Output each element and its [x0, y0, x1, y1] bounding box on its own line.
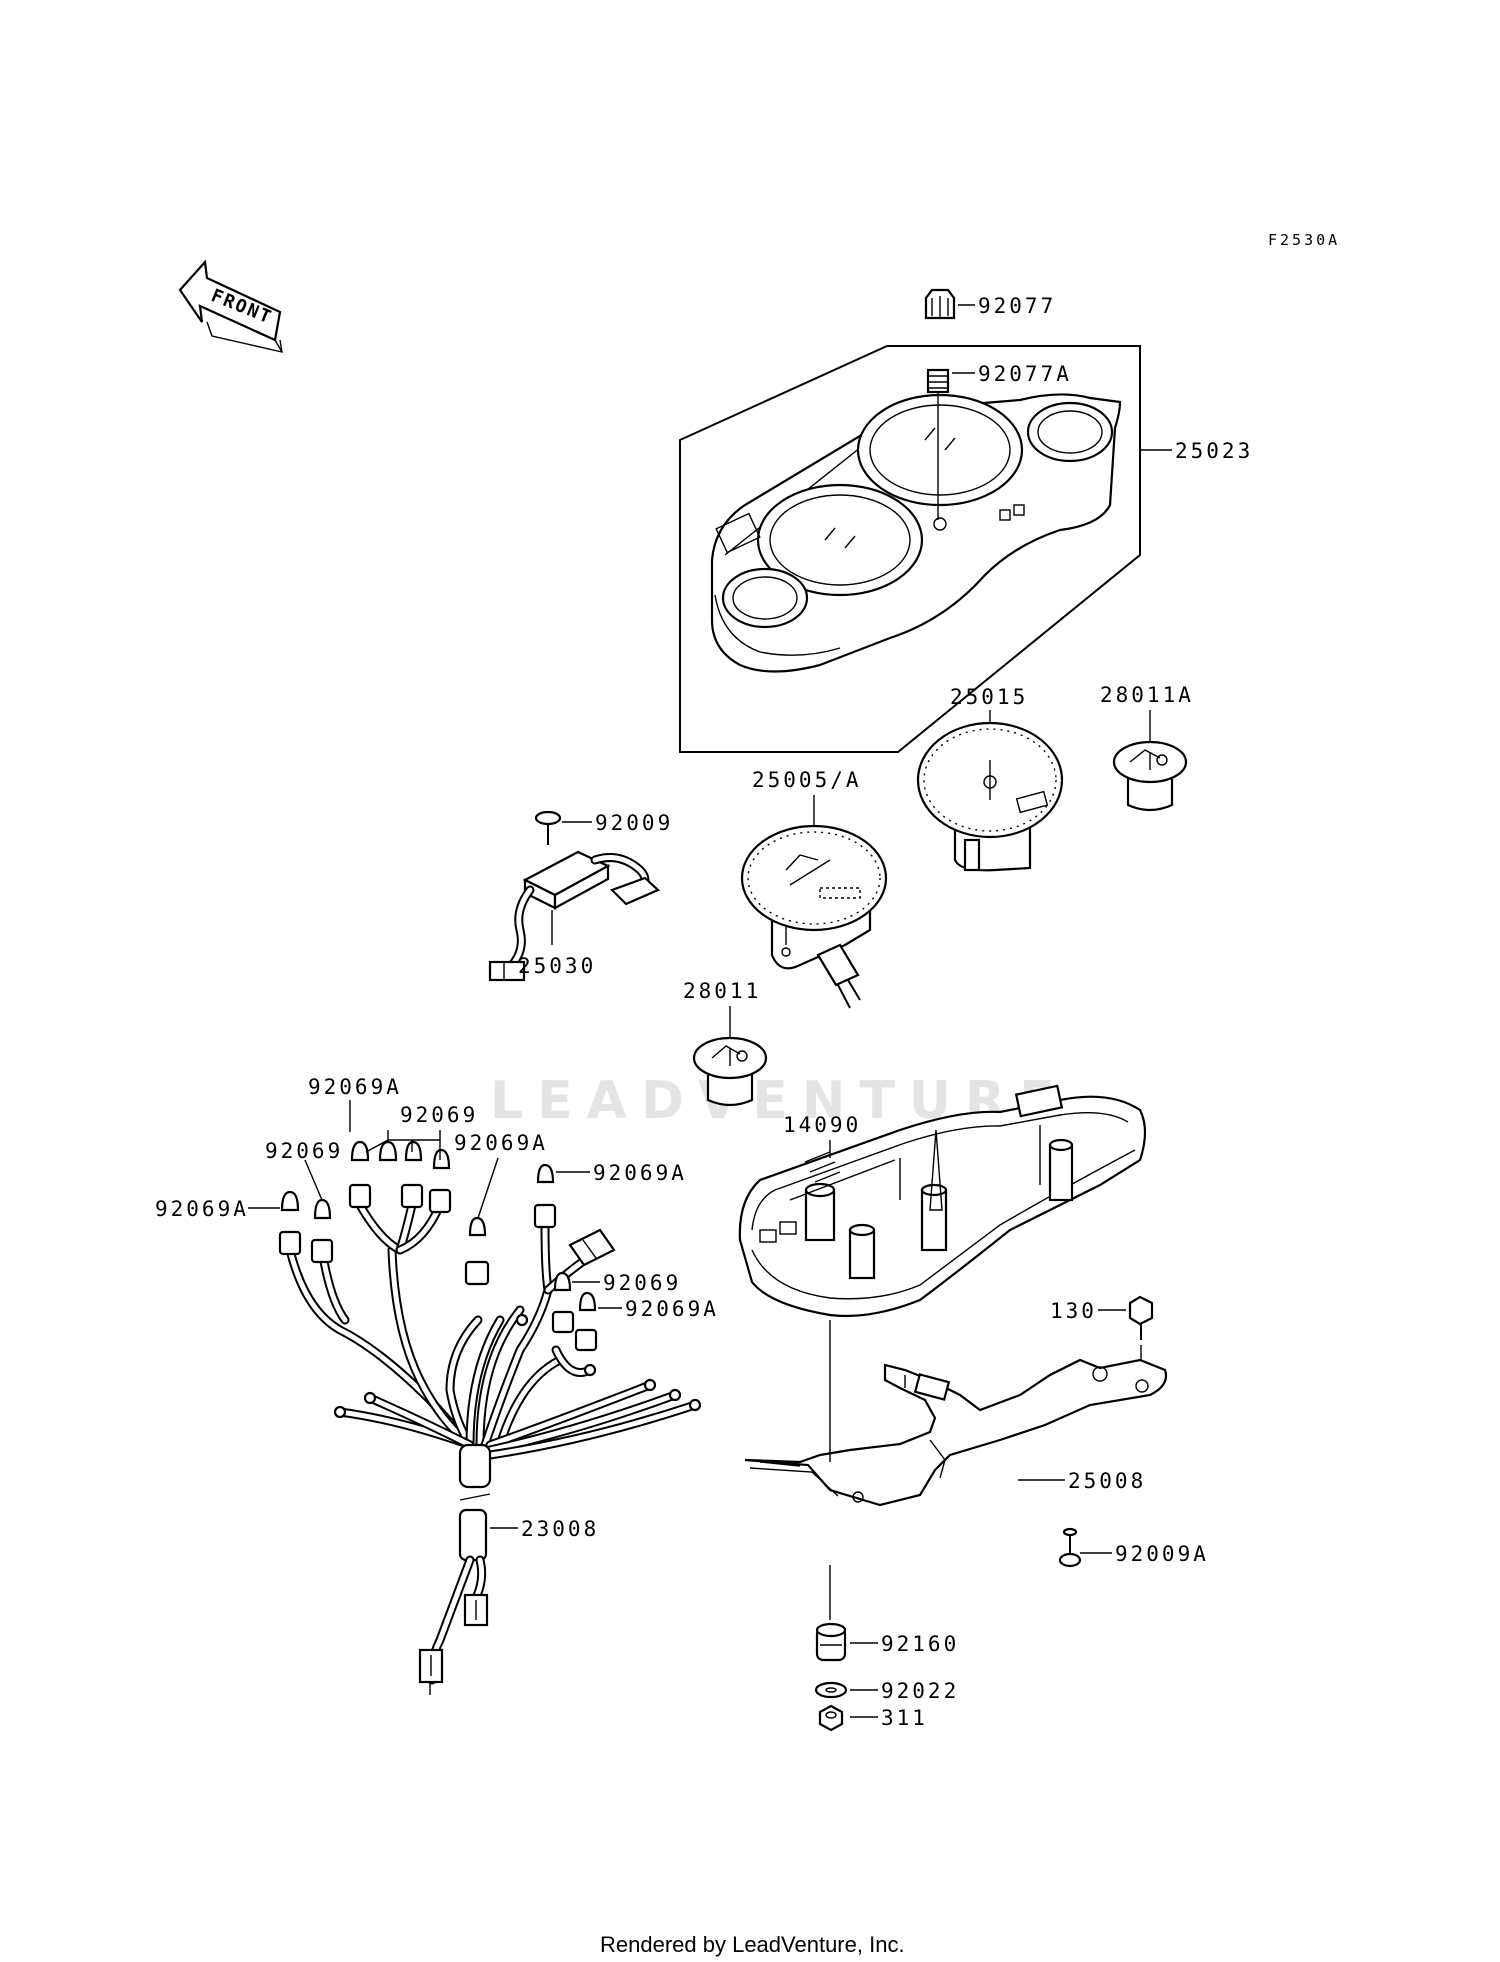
- label-28011: 28011: [683, 979, 761, 1003]
- label-92069A-2: 92069A: [454, 1131, 548, 1155]
- label-130: 130: [1050, 1299, 1097, 1323]
- wire-harness-23008: [278, 1140, 702, 1695]
- label-25023: 25023: [1175, 439, 1253, 463]
- label-28011A: 28011A: [1100, 683, 1194, 707]
- label-25005A: 25005/A: [752, 768, 862, 792]
- label-25015: 25015: [950, 685, 1028, 709]
- label-92069-2: 92069: [265, 1139, 343, 1163]
- label-14090: 14090: [783, 1113, 861, 1137]
- label-25008: 25008: [1068, 1469, 1146, 1493]
- module-25030-icon: [488, 850, 660, 982]
- label-92077A: 92077A: [978, 362, 1072, 386]
- label-23008: 23008: [521, 1517, 599, 1541]
- label-92009A: 92009A: [1115, 1542, 1209, 1566]
- label-92069A-3: 92069A: [593, 1161, 687, 1185]
- meter-case-14090: [738, 1084, 1147, 1318]
- label-92077: 92077: [978, 294, 1056, 318]
- nut-311-icon: [818, 1704, 844, 1732]
- label-92069A-5: 92069A: [625, 1297, 719, 1321]
- front-arrow-icon: FRONT: [178, 259, 283, 353]
- label-92009: 92009: [595, 811, 673, 835]
- meter-cover: [679, 345, 1141, 753]
- socket-28011-icon: [692, 1036, 768, 1107]
- label-25030: 25030: [518, 954, 596, 978]
- diagram-code: F2530A: [1268, 231, 1340, 249]
- grommet-92160-icon: [815, 1622, 847, 1662]
- label-92069A-1: 92069A: [308, 1075, 402, 1099]
- knob-icon: [924, 288, 956, 320]
- label-92069-3: 92069: [603, 1271, 681, 1295]
- label-92022: 92022: [881, 1679, 959, 1703]
- label-92069-1: 92069: [400, 1103, 478, 1127]
- screw-92009-icon: [534, 810, 562, 845]
- label-92160: 92160: [881, 1632, 959, 1656]
- washer-92022-icon: [814, 1681, 848, 1699]
- knob-shaft-icon: [926, 368, 950, 520]
- footer-credit: Rendered by LeadVenture, Inc.: [600, 1932, 905, 1957]
- label-311: 311: [881, 1706, 928, 1730]
- gauge-25015-icon: [916, 721, 1064, 872]
- socket-28011A-icon: [1112, 740, 1188, 812]
- bracket-25008: [744, 1358, 1168, 1507]
- gauge-25005-icon: [740, 824, 888, 1009]
- label-92069A-4: 92069A: [155, 1197, 249, 1221]
- screw-92009A-icon: [1058, 1527, 1082, 1568]
